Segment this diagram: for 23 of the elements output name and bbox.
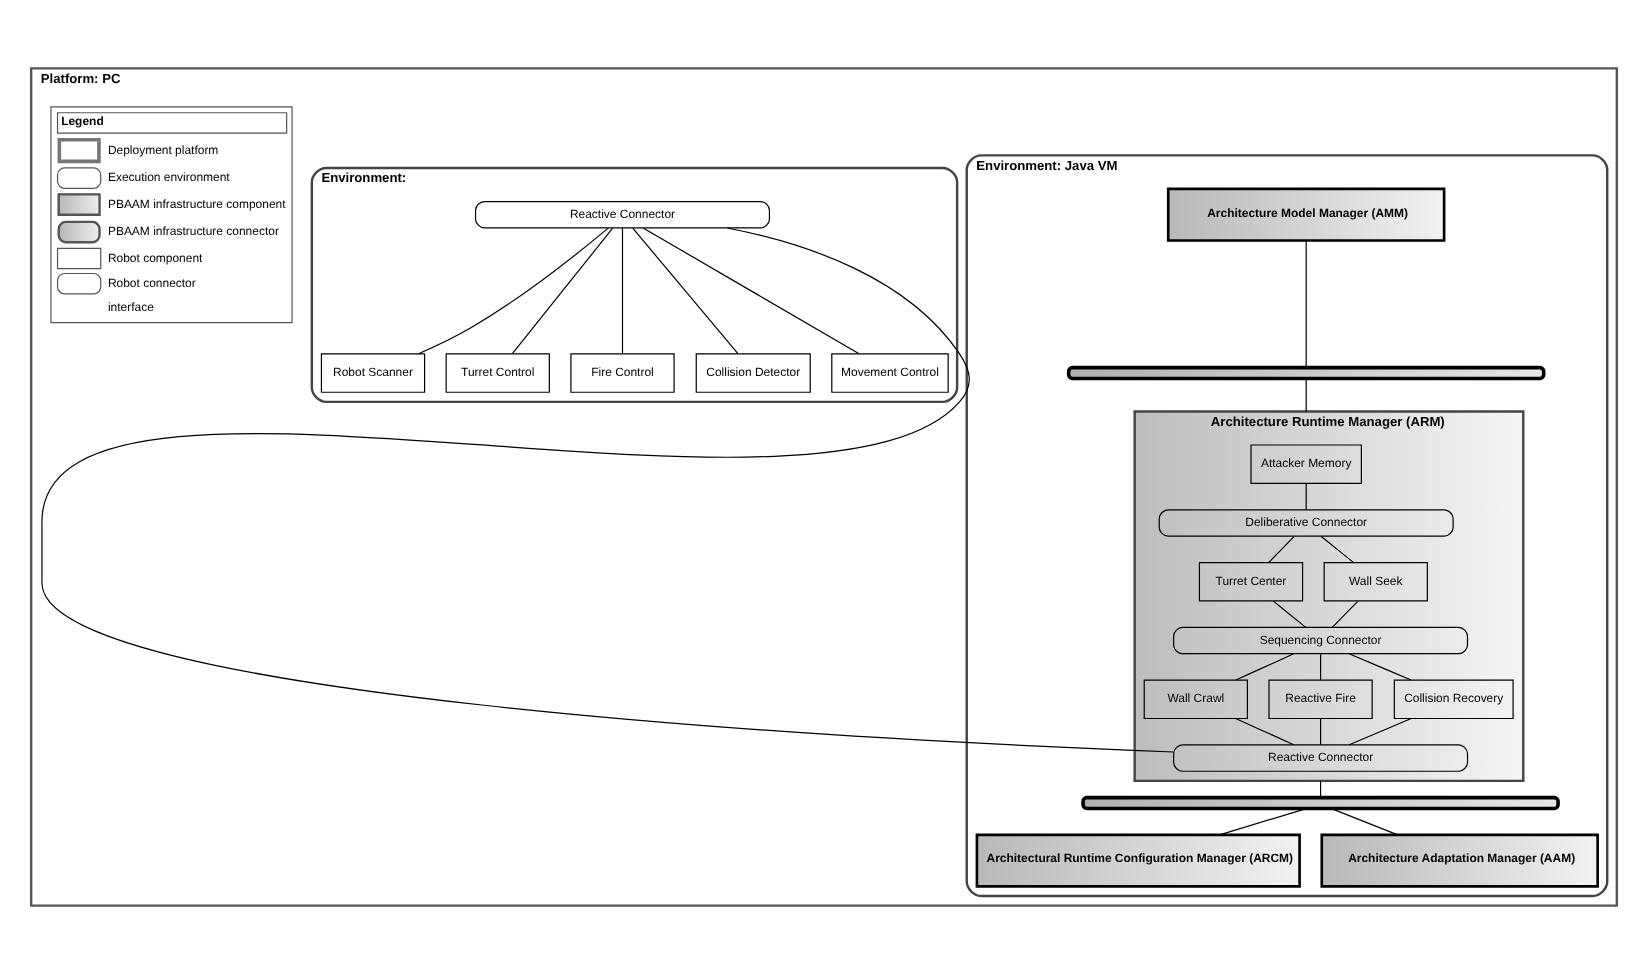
connector bbox=[41, 227, 1175, 753]
connector bbox=[642, 227, 860, 355]
connector bbox=[621, 227, 624, 355]
connector bbox=[1319, 653, 1322, 681]
connector bbox=[1268, 536, 1295, 563]
node-bar bbox=[1066, 365, 1546, 381]
connector bbox=[632, 227, 739, 355]
connector bbox=[1330, 808, 1399, 836]
connector bbox=[1305, 240, 1307, 369]
connector bbox=[1272, 600, 1307, 628]
connector bbox=[1305, 377, 1307, 413]
connector bbox=[417, 227, 609, 355]
connector bbox=[1235, 653, 1295, 681]
connector bbox=[1320, 535, 1354, 563]
connector bbox=[1348, 653, 1412, 681]
node-bar bbox=[1081, 795, 1560, 811]
connector bbox=[1348, 717, 1412, 746]
connector bbox=[1219, 808, 1307, 836]
connector bbox=[1305, 482, 1307, 511]
connector bbox=[1235, 717, 1295, 746]
connector bbox=[1319, 718, 1322, 746]
connector bbox=[1331, 600, 1359, 628]
connector bbox=[511, 227, 614, 355]
